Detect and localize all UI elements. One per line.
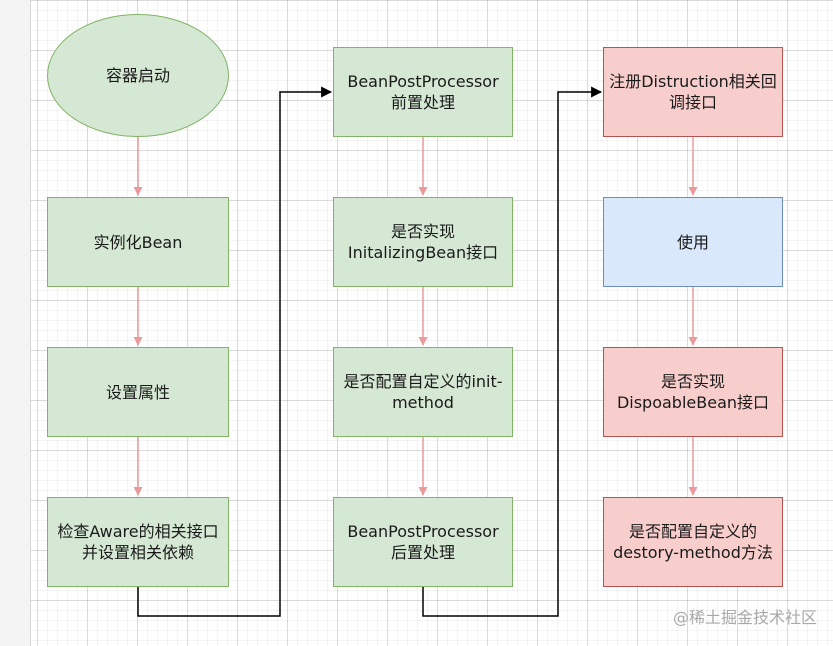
node-instantiate[interactable]: 实例化Bean: [47, 197, 229, 287]
node-label: BeanPostProcessor 后置处理: [347, 522, 499, 562]
node-bpp-after[interactable]: BeanPostProcessor 后置处理: [333, 497, 513, 587]
node-set-properties[interactable]: 设置属性: [47, 347, 229, 437]
left-gutter: [0, 0, 31, 646]
node-label: 注册Distruction相关回 调接口: [609, 72, 777, 112]
node-label: 实例化Bean: [93, 232, 183, 252]
node-register-destruction[interactable]: 注册Distruction相关回 调接口: [603, 47, 783, 137]
node-destroy-method[interactable]: 是否配置自定义的 destory-method方法: [603, 497, 783, 587]
node-check-aware[interactable]: 检查Aware的相关接口 并设置相关依赖: [47, 497, 229, 587]
node-start[interactable]: 容器启动: [47, 14, 229, 137]
node-label: 是否实现 InitalizingBean接口: [347, 222, 499, 262]
node-label: 使用: [676, 232, 709, 252]
edge-bpp-after-to-register-destruction: [422, 86, 603, 617]
node-label: BeanPostProcessor 前置处理: [347, 72, 499, 112]
node-label: 是否配置自定义的init- method: [343, 372, 503, 412]
node-bpp-before[interactable]: BeanPostProcessor 前置处理: [333, 47, 513, 137]
node-label: 容器启动: [105, 66, 170, 85]
node-label: 是否配置自定义的 destory-method方法: [613, 522, 773, 562]
watermark: @稀土掘金技术社区: [672, 608, 817, 627]
node-label: 是否实现 DispoableBean接口: [616, 372, 770, 412]
node-label: 设置属性: [105, 382, 170, 402]
node-init-method[interactable]: 是否配置自定义的init- method: [333, 347, 513, 437]
node-use[interactable]: 使用: [603, 197, 783, 287]
edge-check-aware-to-bpp-before: [137, 86, 333, 617]
node-disposable-bean[interactable]: 是否实现 DispoableBean接口: [603, 347, 783, 437]
node-initializing-bean[interactable]: 是否实现 InitalizingBean接口: [333, 197, 513, 287]
node-label: 检查Aware的相关接口 并设置相关依赖: [57, 522, 219, 562]
